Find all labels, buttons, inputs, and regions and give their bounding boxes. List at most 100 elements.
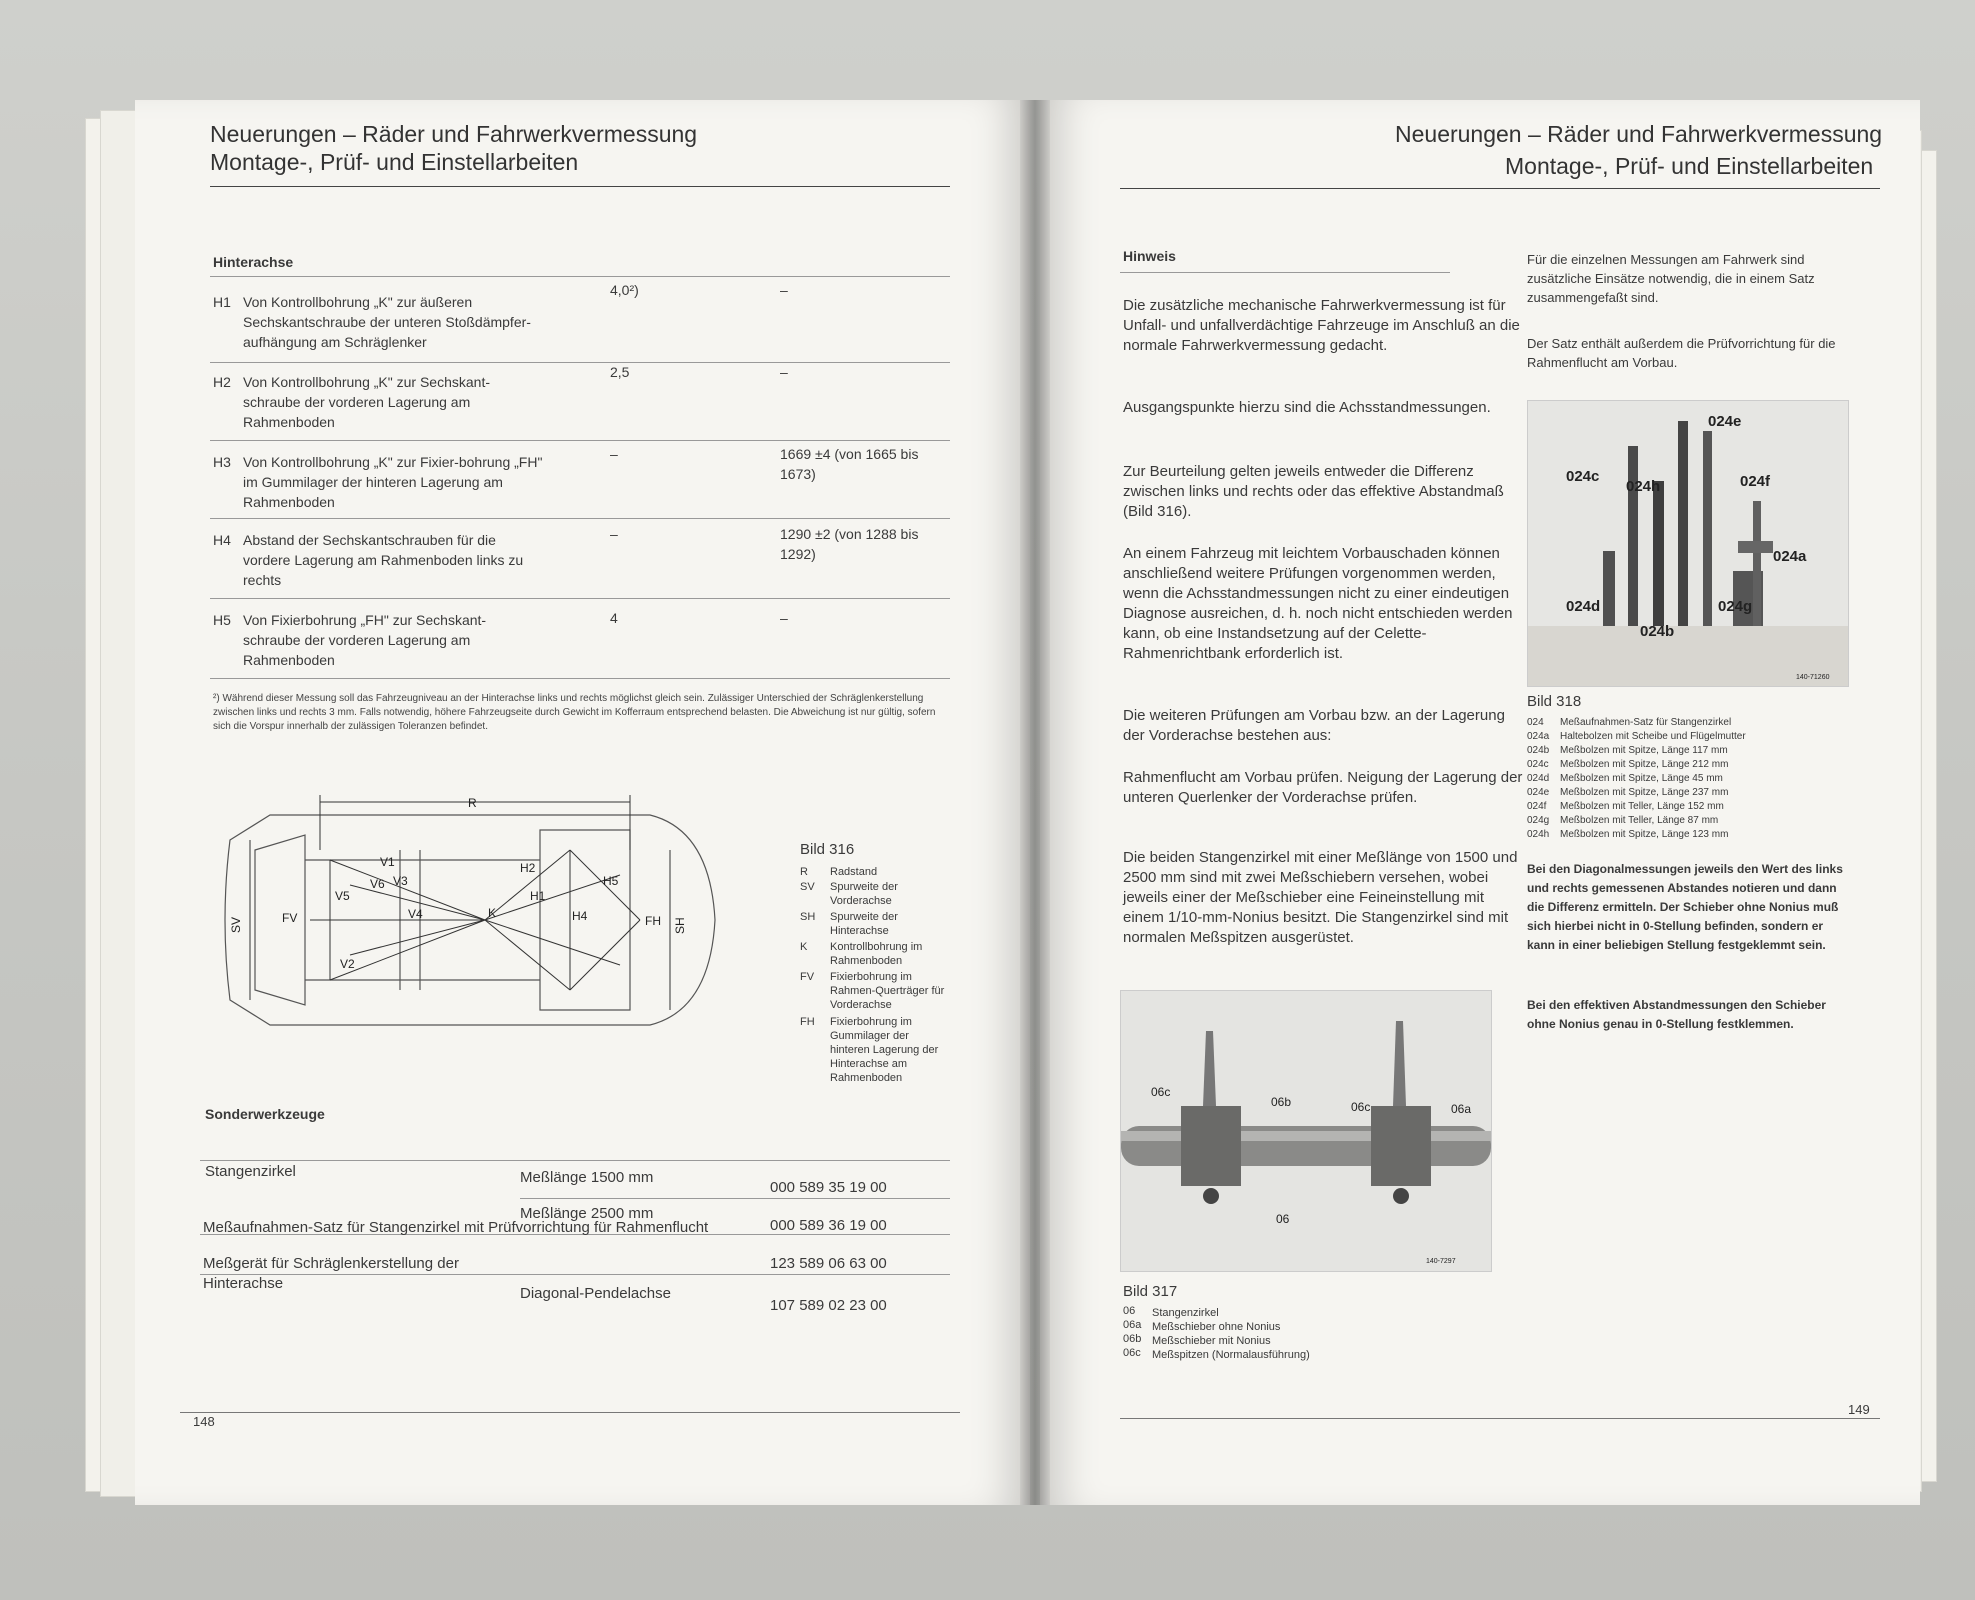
- row-val1: –: [610, 526, 618, 542]
- legend-text: Fixierbohrung im Gummilager der hinteren…: [830, 1016, 939, 1084]
- row-desc: Abstand der Sechskantschrauben für die v…: [243, 532, 524, 588]
- left-header-rule: [210, 186, 950, 187]
- row-val2: –: [780, 282, 788, 298]
- legend-code: 024f: [1527, 801, 1547, 812]
- tools-rule: [200, 1234, 950, 1235]
- label-h4: H4: [572, 909, 588, 923]
- spike-left: [1203, 1031, 1216, 1106]
- tool-number: 107 589 02 23 00: [770, 1297, 887, 1314]
- row-desc: Von Kontrollbohrung „K" zur Sechskant-sc…: [243, 374, 490, 430]
- table-rule: [210, 518, 950, 519]
- legend-code: 06: [1123, 1305, 1136, 1317]
- label-v2: V2: [340, 957, 355, 971]
- legend-text: Meßbolzen mit Spitze, Länge 123 mm: [1560, 829, 1729, 840]
- v-line-2: [329, 919, 486, 981]
- slider-left: [1181, 1106, 1241, 1186]
- right-header-line1: Neuerungen – Räder und Fahrwerkvermessun…: [1395, 121, 1883, 147]
- legend-text: Meßbolzen mit Spitze, Länge 212 mm: [1560, 759, 1729, 770]
- v-line-3: [349, 919, 486, 956]
- legend-text: Spurweite der Hinterachse: [830, 911, 898, 937]
- paragraph: An einem Fahrzeug mit leichtem Vorbausch…: [1123, 545, 1513, 662]
- label-024b: 024b: [1640, 623, 1674, 640]
- row-code: H3: [213, 454, 231, 470]
- row-desc: Von Kontrollbohrung „K" zur äußeren Sech…: [243, 294, 531, 350]
- legend-code: 024e: [1527, 787, 1550, 798]
- figure-318-title: Bild 318: [1527, 693, 1582, 710]
- tools-rule: [200, 1274, 950, 1275]
- photo-code: 140-7297: [1426, 1258, 1456, 1265]
- plate-024a: [1738, 541, 1773, 553]
- legend-code: 024a: [1527, 731, 1550, 742]
- photo-code: 140-71260: [1796, 674, 1830, 681]
- paragraph: Ausgangspunkte hierzu sind die Achsstand…: [1123, 399, 1491, 416]
- label-024d: 024d: [1566, 598, 1600, 615]
- label-v5: V5: [335, 889, 350, 903]
- legend-text: Meßbolzen mit Teller, Länge 87 mm: [1560, 815, 1719, 826]
- paragraph: Die beiden Stangenzirkel mit einer Meßlä…: [1123, 849, 1518, 946]
- left-footer-rule: [180, 1412, 960, 1413]
- v-line-6: [349, 884, 486, 921]
- legend-text: Kontrollbohrung im Rahmenboden: [830, 941, 923, 967]
- row-val2: –: [780, 364, 788, 380]
- bold-paragraph-diagonal: Bei den Diagonalmessungen jeweils den We…: [1527, 862, 1843, 952]
- table-rule: [210, 362, 950, 363]
- table-rule: [210, 598, 950, 599]
- legend-text: Stangenzirkel: [1152, 1307, 1219, 1319]
- label-06c-2: 06c: [1351, 1100, 1370, 1114]
- label-fv: FV: [282, 911, 297, 925]
- spike-right: [1393, 1021, 1406, 1106]
- right-page-number: 149: [1848, 1402, 1870, 1417]
- label-k: K: [488, 906, 496, 920]
- rod-024h: [1653, 481, 1664, 626]
- legend-text: Meßschieber ohne Nonius: [1152, 1321, 1281, 1333]
- v-line-1: [329, 859, 486, 921]
- section-title-hinterachse: Hinterachse: [213, 254, 294, 270]
- legend-code: R: [800, 866, 808, 878]
- note-rule: [1120, 272, 1450, 273]
- figure-317-photo: 06c 06b 06c 06a 06 140-7297: [1120, 990, 1492, 1272]
- left-page: Neuerungen – Räder und Fahrwerkvermessun…: [135, 100, 1030, 1505]
- legend-text: Haltebolzen mit Scheibe und Flügelmutter: [1560, 731, 1746, 742]
- row-val1: 2,5: [610, 364, 630, 380]
- right-page: Neuerungen – Räder und Fahrwerkvermessun…: [1040, 100, 1920, 1505]
- legend-code: 06b: [1123, 1333, 1142, 1345]
- label-h2: H2: [520, 861, 536, 875]
- label-v6: V6: [370, 877, 385, 891]
- tool-spec: Diagonal-Pendelachse: [520, 1285, 671, 1302]
- label-r: R: [468, 796, 477, 810]
- legend-text: Fixierbohrung im Rahmen-Querträger für V…: [830, 971, 945, 1011]
- row-desc: Von Kontrollbohrung „K" zur Fixier-bohru…: [243, 454, 543, 510]
- rod-024c: [1628, 446, 1638, 626]
- row-code: H4: [213, 532, 231, 548]
- label-v4: V4: [408, 907, 423, 921]
- row-desc: Von Fixierbohrung „FH" zur Sechskant-sch…: [243, 612, 487, 668]
- label-06b: 06b: [1271, 1095, 1291, 1109]
- legend-text: Meßaufnahmen-Satz für Stangenzirkel: [1560, 717, 1732, 728]
- legend-code: 024: [1527, 717, 1544, 728]
- legend-code: 024b: [1527, 745, 1550, 756]
- label-06a: 06a: [1451, 1102, 1471, 1116]
- label-sh: SH: [673, 917, 687, 934]
- messaufnahmen-illustration: 024e 024c 024h 024f 024a 024d 024g 024b …: [1528, 401, 1848, 686]
- label-h1: H1: [530, 889, 546, 903]
- label-024g: 024g: [1718, 598, 1752, 615]
- slider-right: [1371, 1106, 1431, 1186]
- paragraph: Die zusätzliche mechanische Fahrwerkverm…: [1123, 297, 1520, 354]
- tool-name: Meßaufnahmen-Satz für Stangenzirkel mit …: [203, 1219, 709, 1236]
- col2-paragraph: Der Satz enthält außerdem die Prüfvorric…: [1527, 336, 1836, 370]
- label-024f: 024f: [1740, 473, 1771, 490]
- row-val1: 4: [610, 610, 618, 626]
- label-v3: V3: [393, 874, 408, 888]
- legend-text: Spurweite der Vorderachse: [830, 881, 898, 907]
- car-front-section: [254, 834, 306, 1006]
- legend-code: FV: [800, 971, 815, 983]
- row-val1: 4,0²): [610, 282, 639, 298]
- tool-number: 000 589 36 19 00: [770, 1217, 887, 1234]
- label-024e: 024e: [1708, 413, 1741, 430]
- note-title: Hinweis: [1123, 248, 1176, 264]
- row-val2: 1669 ±4 (von 1665 bis 1673): [780, 446, 919, 482]
- figure-316-title: Bild 316: [800, 841, 855, 858]
- left-page-number: 148: [193, 1414, 215, 1429]
- tools-title: Sonderwerkzeuge: [205, 1106, 325, 1122]
- rod-024e: [1678, 421, 1688, 626]
